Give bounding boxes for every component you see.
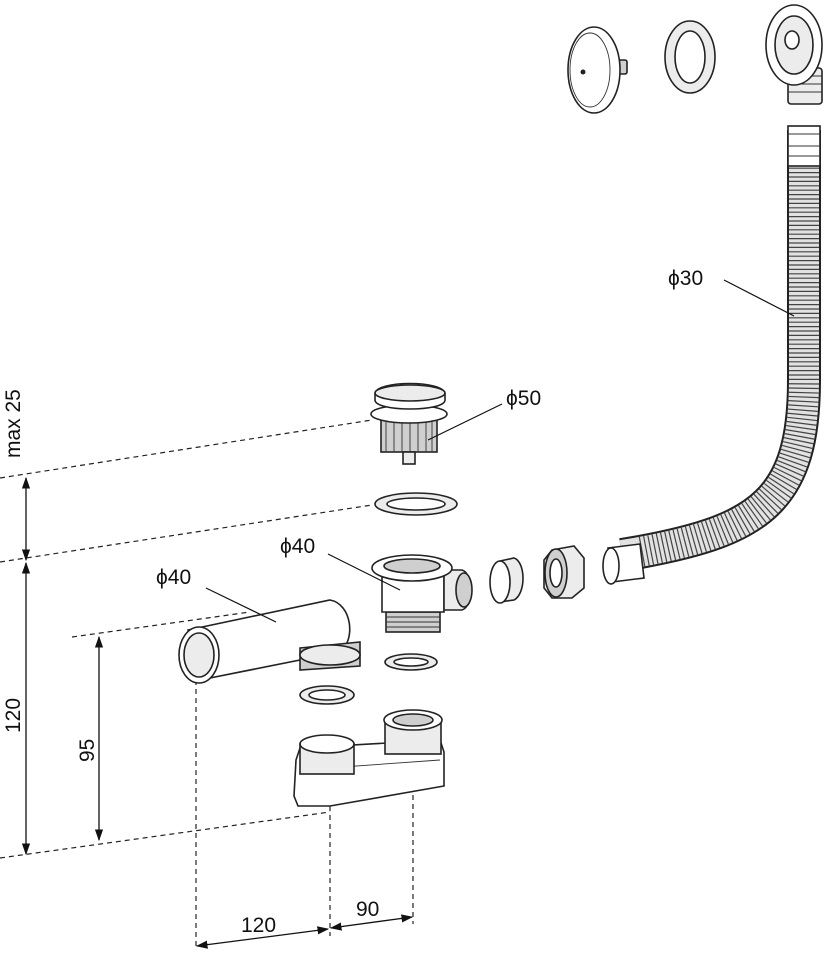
label-drain-diameter: ϕ40 [280, 535, 315, 558]
plug-gasket [374, 492, 458, 516]
label-overflow-pipe-diameter: ϕ40 [156, 566, 191, 589]
leader-lines [205, 279, 795, 623]
label-horizontal-offset-a: 120 [241, 914, 276, 937]
label-plug-travel: max 25 [2, 389, 25, 458]
overflow-cover-plate [567, 26, 628, 114]
pipe-gasket [299, 685, 355, 705]
overflow-elbow [765, 4, 823, 105]
label-plug-diameter: ϕ50 [506, 387, 541, 410]
flexible-overflow-hose [602, 125, 821, 585]
click-clack-plug [370, 382, 448, 465]
overflow-gasket [664, 20, 716, 94]
label-horizontal-offset-b: 90 [356, 898, 379, 921]
projection-lines [0, 419, 414, 948]
connector-sleeve [489, 557, 524, 604]
drain-gasket [384, 653, 438, 671]
shallow-trap [293, 709, 445, 807]
label-pipe-height: 95 [76, 739, 99, 762]
label-total-height: 120 [2, 698, 25, 733]
drain-body [371, 554, 473, 633]
overflow-pipe [178, 599, 361, 684]
label-hose-diameter: ϕ30 [668, 267, 703, 290]
union-nut [543, 545, 585, 599]
dimension-lines [21, 476, 414, 949]
